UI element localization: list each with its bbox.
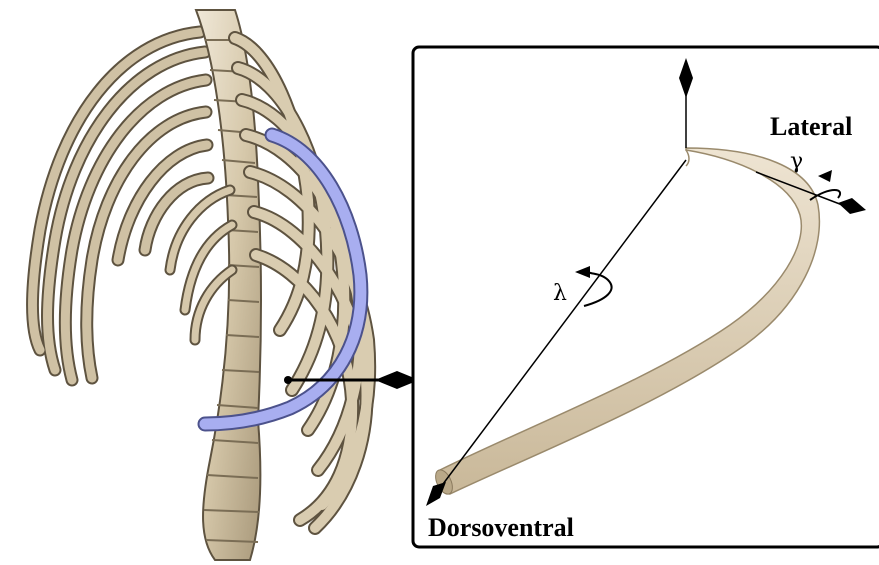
lateral-label: Lateral [770, 112, 852, 141]
lambda-label: λ [553, 281, 567, 306]
ribcage-illustration [33, 10, 420, 560]
gamma-label: γ [790, 149, 803, 174]
dorsoventral-label: Dorsoventral [428, 513, 574, 542]
